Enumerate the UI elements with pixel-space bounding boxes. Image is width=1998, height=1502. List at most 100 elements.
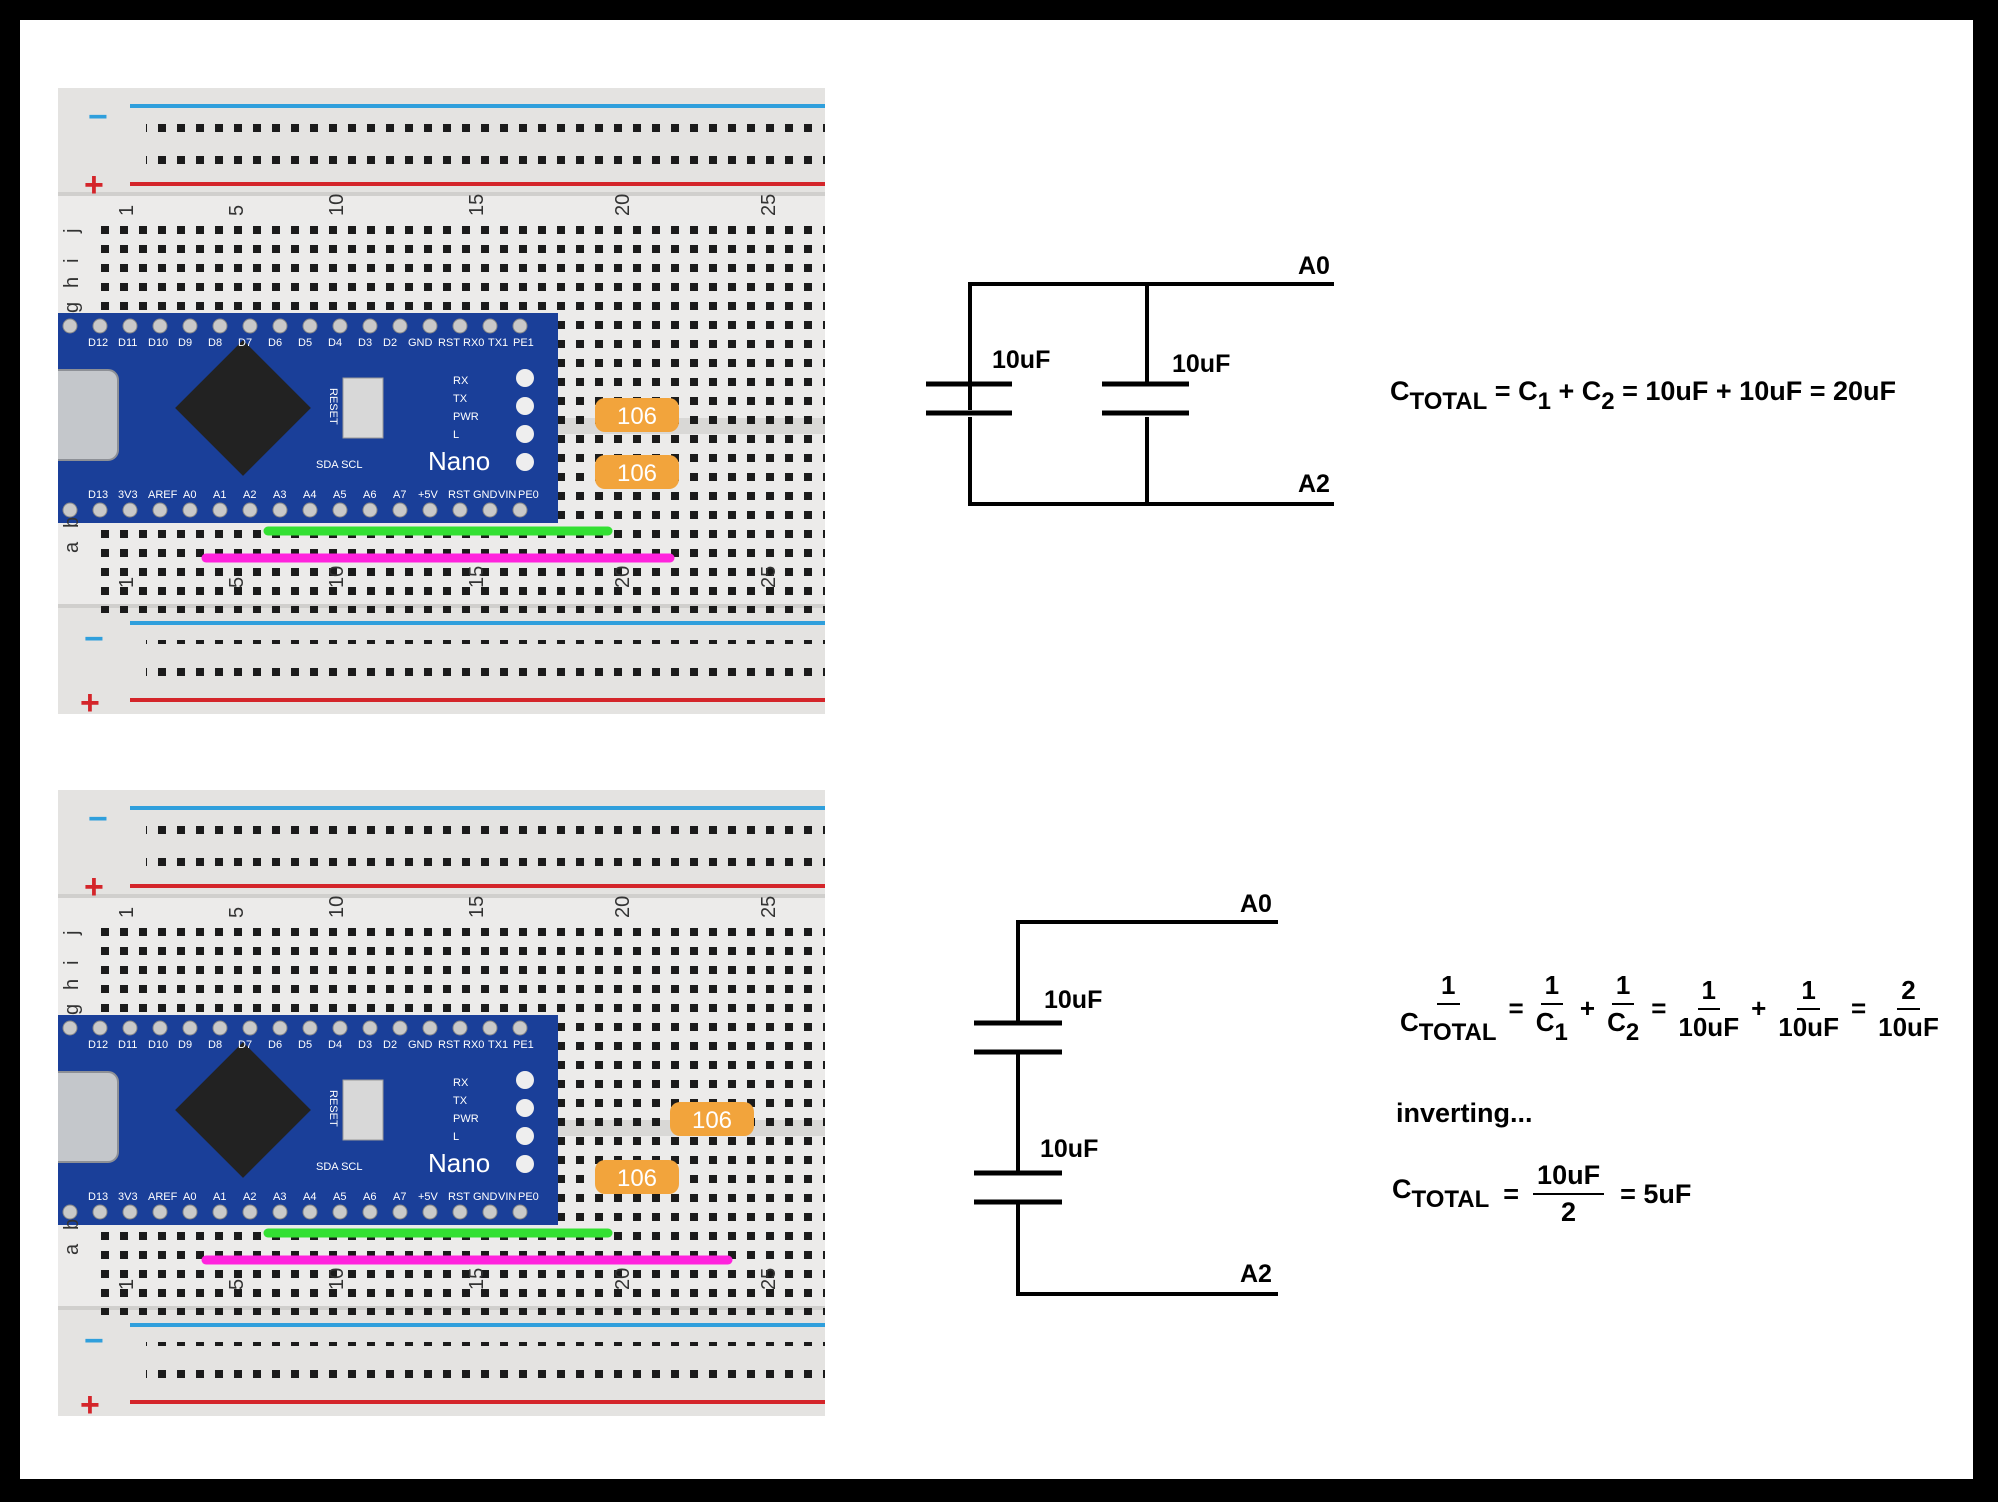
pin-label: RX0 <box>463 1039 484 1051</box>
led-label: RX <box>453 375 469 387</box>
wire <box>1016 920 1278 1022</box>
pin-label: D10 <box>148 337 168 349</box>
denominator: C1 <box>1532 1005 1572 1047</box>
led-label: L <box>453 1131 459 1143</box>
row-letter: a <box>61 1243 83 1255</box>
pin-label: +5V <box>418 1191 439 1203</box>
plus-sign: + <box>1558 376 1575 406</box>
symbol-c: C <box>1607 1007 1626 1037</box>
pin-label: RX0 <box>463 337 484 349</box>
pin-label: A0 <box>183 489 196 501</box>
symbol-c: C <box>1390 376 1410 406</box>
column-numbers-bottom: 1 5 10 15 20 25 <box>116 1268 780 1290</box>
pin-label: PE1 <box>513 1039 534 1051</box>
capacitor-code: 106 <box>617 1165 657 1192</box>
numerator: 1 <box>1797 975 1820 1010</box>
numerator: 10uF <box>1533 1160 1605 1195</box>
pin-label: VIN <box>498 489 516 501</box>
fraction: 2 10uF <box>1874 975 1943 1043</box>
pin-label: GND <box>408 1039 433 1051</box>
capacitor-106: 106 <box>595 1160 679 1194</box>
pin-label: 3V3 <box>118 489 138 501</box>
numerator: 1 <box>1611 970 1635 1005</box>
rail-plus-label: + <box>80 684 100 714</box>
equation-rhs: = 10uF + 10uF = 20uF <box>1622 376 1896 406</box>
pin-label: RST <box>448 1191 470 1203</box>
denominator: 2 <box>1561 1197 1577 1227</box>
pin-label: PE0 <box>518 1191 539 1203</box>
column-numbers-top: 1 5 10 15 20 25 <box>116 896 780 918</box>
subscript-total: TOTAL <box>1418 1019 1497 1046</box>
nano-label: Nano <box>428 446 490 476</box>
rail-plus-label: + <box>84 868 104 906</box>
pin-label: D4 <box>328 1039 342 1051</box>
numerator: 1 <box>1437 970 1460 1005</box>
pin-label: D13 <box>88 1191 108 1203</box>
column-number: 15 <box>466 1268 488 1290</box>
led-label: PWR <box>453 411 479 423</box>
column-number: 5 <box>226 1279 248 1290</box>
pin-label: RST <box>448 489 470 501</box>
column-number: 10 <box>326 566 348 588</box>
pin-label: D11 <box>118 337 137 349</box>
equals-sign: = <box>1850 993 1867 1023</box>
pin-label: D12 <box>88 337 108 349</box>
column-number: 15 <box>466 566 488 588</box>
fraction: 1 CTOTAL <box>1396 970 1501 1047</box>
denominator: 10uF <box>1878 1011 1939 1042</box>
i2c-label: SDA SCL <box>316 1161 362 1173</box>
wire <box>1016 1202 1278 1296</box>
row-letter: g <box>61 1004 83 1015</box>
column-number: 1 <box>116 907 138 918</box>
node-label-a0: A0 <box>1298 252 1330 280</box>
capacitor-value: 10uF <box>1044 986 1102 1014</box>
pin-label: AREF <box>148 489 178 501</box>
breadboard-series: − + − + 1 5 10 15 20 25 1 5 10 15 20 25 … <box>58 790 825 1416</box>
equals-sign: = <box>1651 993 1667 1023</box>
pin-label: A1 <box>213 489 226 501</box>
denominator: 10uF <box>1778 1011 1839 1042</box>
row-letter: j <box>61 229 83 234</box>
column-number: 20 <box>612 194 634 216</box>
pin-label: D5 <box>298 1039 312 1051</box>
denominator: CTOTAL <box>1396 1005 1501 1047</box>
pin-label: GND <box>473 1191 498 1203</box>
pin-label: D4 <box>328 337 342 349</box>
pin-label: D7 <box>238 337 252 349</box>
capacitor-code: 106 <box>617 403 657 430</box>
pin-label: D10 <box>148 1039 168 1051</box>
pin-label: D3 <box>358 337 372 349</box>
column-number: 10 <box>326 1268 348 1290</box>
pin-label: D8 <box>208 1039 222 1051</box>
column-number: 15 <box>466 194 488 216</box>
reset-label: RESET <box>327 388 339 425</box>
pin-label: A2 <box>243 1191 256 1203</box>
row-letter: g <box>61 302 83 313</box>
column-number: 15 <box>466 896 488 918</box>
row-letters: j i h g b a <box>61 229 83 553</box>
pin-label: A1 <box>213 1191 226 1203</box>
nano-label: Nano <box>428 1148 490 1178</box>
column-number: 10 <box>326 896 348 918</box>
pin-label: A3 <box>273 1191 286 1203</box>
equals-sign: = <box>1508 993 1524 1023</box>
capacitor-code: 106 <box>617 460 657 487</box>
symbol-c: C <box>1518 376 1538 406</box>
column-number: 1 <box>116 577 138 588</box>
row-letter: i <box>61 259 83 263</box>
pin-label: D8 <box>208 337 222 349</box>
column-number: 25 <box>758 896 780 918</box>
pin-label: D3 <box>358 1039 372 1051</box>
column-number: 25 <box>758 566 780 588</box>
led-label: L <box>453 429 459 441</box>
led-label: PWR <box>453 1113 479 1125</box>
pin-label: D13 <box>88 489 108 501</box>
pin-label: A5 <box>333 489 346 501</box>
numerator: 1 <box>1697 975 1720 1010</box>
pin-label: AREF <box>148 1191 178 1203</box>
pin-label: D2 <box>383 337 397 349</box>
column-number: 5 <box>226 205 248 216</box>
column-numbers-top: 1 5 10 15 20 25 <box>116 194 780 216</box>
capacitor-value: 10uF <box>992 346 1050 374</box>
parallel-equation: CTOTAL = C1 + C2 = 10uF + 10uF = 20uF <box>1390 376 1896 416</box>
